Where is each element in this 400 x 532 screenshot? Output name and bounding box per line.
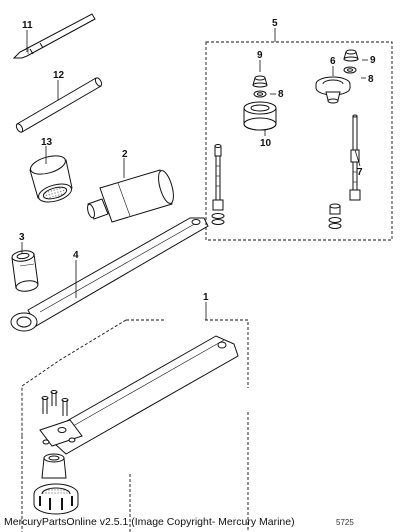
part-7-threaded-rod	[328, 114, 361, 229]
callout-9-right: 9	[370, 55, 376, 66]
part-10-puller-cup	[243, 101, 277, 131]
part-8-washer-left	[253, 90, 267, 98]
callout-13: 13	[41, 137, 53, 148]
drawing-number: 5725	[336, 518, 354, 527]
part-8-washer-right	[343, 66, 357, 74]
callout-2: 2	[122, 149, 128, 160]
part-1-spanner-bar	[39, 335, 239, 455]
part-13-sleeve	[29, 155, 73, 203]
part-6-bearing-plate	[315, 76, 351, 104]
callout-11: 11	[22, 20, 33, 31]
bolts	[41, 390, 69, 416]
part-9-nut-left	[252, 75, 268, 88]
callout-12: 12	[53, 70, 65, 81]
callout-1: 1	[203, 292, 209, 303]
part-3-socket	[11, 250, 39, 292]
callout-9-left: 9	[257, 50, 263, 61]
part-11-pin-punch	[12, 13, 96, 59]
callout-10: 10	[260, 138, 272, 149]
callout-7: 7	[357, 167, 363, 178]
kit-1-boundary	[126, 319, 249, 532]
callout-5: 5	[272, 18, 278, 29]
callout-6: 6	[330, 56, 336, 67]
part-2-driver	[87, 169, 174, 223]
copyright-caption: MercuryPartsOnline v2.5.1 (Image Copyrig…	[4, 516, 295, 528]
part-12-rod	[15, 77, 103, 133]
leader-lines	[21, 28, 368, 320]
callout-4: 4	[73, 250, 79, 261]
left-threaded-rod	[211, 144, 225, 225]
hub-assembly	[33, 453, 79, 515]
callout-3: 3	[19, 232, 25, 243]
callout-8-right: 8	[368, 74, 374, 85]
kit-5-boundary	[205, 41, 393, 241]
part-9-nut-right	[343, 49, 359, 62]
part-4-wrench	[10, 217, 209, 332]
callout-8-left: 8	[278, 89, 284, 100]
